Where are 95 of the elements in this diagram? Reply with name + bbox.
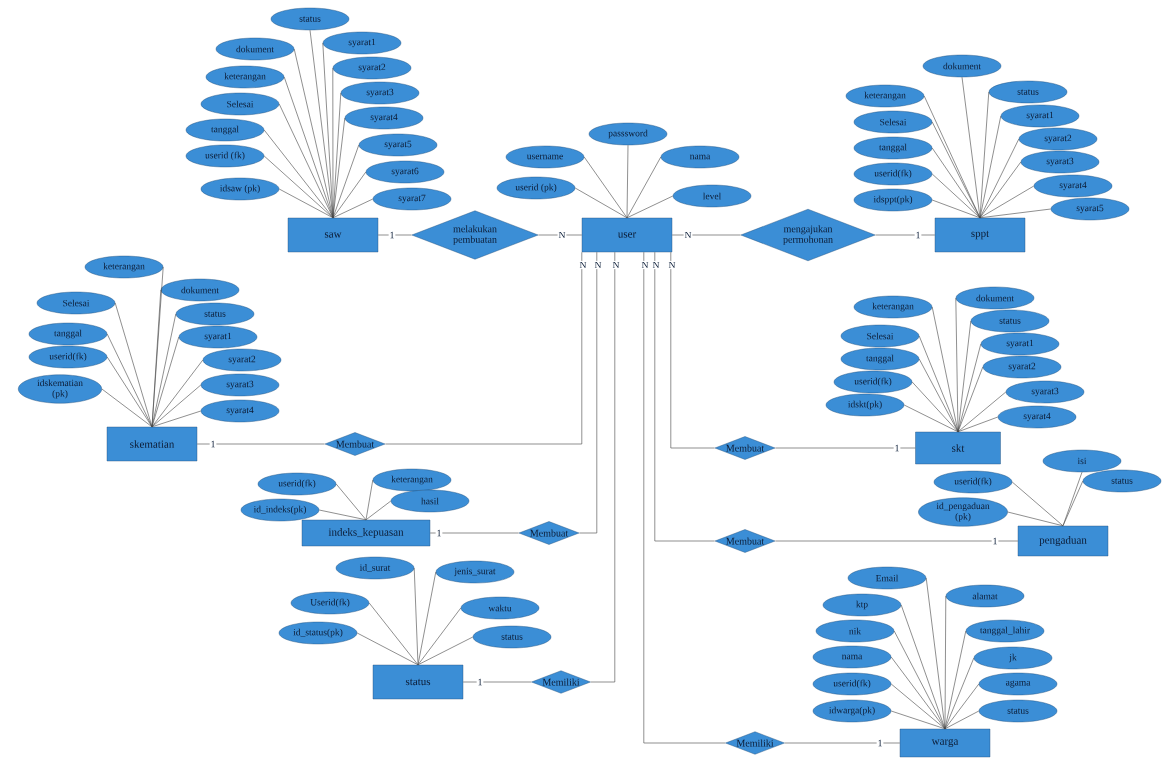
entity-box: pengaduan (1017, 525, 1109, 557)
connector-line (429, 532, 519, 534)
connector-line (332, 117, 346, 219)
connector-line (332, 92, 342, 219)
connector-line (979, 138, 1020, 219)
connector-line (151, 336, 180, 428)
connector-line (670, 251, 715, 449)
cardinality-label: 1 (476, 677, 484, 687)
connector-line (413, 567, 419, 666)
entity-box: saw (287, 217, 379, 253)
connector-line (106, 356, 153, 428)
connector-line (278, 188, 334, 219)
connector-line (944, 710, 980, 730)
connector-line (318, 509, 367, 521)
connector-line (643, 251, 726, 744)
connector-line (385, 251, 583, 445)
connector-line (893, 630, 946, 730)
connector-line (332, 171, 367, 219)
connector-line (365, 479, 374, 521)
connector-line (538, 234, 583, 236)
connector-line (417, 607, 462, 666)
connector-line (957, 416, 999, 433)
cardinality-label: N (651, 260, 661, 270)
cardinality-label: 1 (991, 536, 999, 546)
connector-line (626, 195, 674, 219)
connector-line (151, 384, 202, 428)
connector-line (417, 571, 437, 666)
entity-box: skematian (106, 426, 198, 462)
connector-line (903, 404, 959, 433)
connector-line (151, 359, 204, 428)
connector-line (626, 144, 629, 219)
connector-line (106, 333, 153, 428)
entity-box: skt (915, 431, 1001, 465)
connector-line (1011, 481, 1064, 527)
cardinality-label: N (578, 260, 588, 270)
connector-line (263, 155, 334, 219)
connector-line (356, 632, 419, 666)
cardinality-label: 1 (876, 738, 884, 748)
connector-line (890, 710, 946, 730)
connector-line (957, 366, 984, 433)
cardinality-label: N (557, 230, 567, 240)
connector-line (368, 602, 419, 666)
cardinality-label: N (593, 260, 603, 270)
connector-line (1062, 480, 1084, 527)
cardinality-label: 1 (388, 230, 396, 240)
connector-line (574, 187, 628, 219)
cardinality-label: N (640, 260, 650, 270)
connector-line (890, 683, 946, 730)
cardinality-label: N (683, 230, 693, 240)
connector-line (365, 500, 392, 521)
connector-line (654, 251, 715, 542)
connector-line (875, 234, 936, 236)
cardinality-label: N (611, 260, 621, 270)
connector-line (931, 121, 981, 219)
connector-line (417, 636, 474, 666)
cardinality-label: 1 (209, 439, 217, 449)
connector-line (979, 208, 1052, 219)
connector-line (784, 742, 901, 744)
connector-line (583, 156, 628, 219)
connector-line (911, 381, 959, 433)
connector-line (151, 410, 202, 428)
connector-line (931, 147, 981, 219)
connector-line (775, 447, 916, 449)
connector-line (1007, 511, 1064, 527)
connector-line (462, 681, 532, 683)
cardinality-label: N (667, 260, 677, 270)
connector-line (263, 129, 334, 219)
connector-line (579, 251, 598, 534)
connector-line (944, 683, 980, 730)
cardinality-label: 1 (435, 528, 443, 538)
connector-line (626, 156, 662, 219)
connector-line (918, 358, 959, 433)
connector-line (931, 173, 981, 219)
connector-line (332, 198, 374, 219)
connector-line (890, 656, 946, 730)
connector-line (101, 388, 153, 428)
entity-box: warga (899, 728, 991, 758)
connector-line (590, 251, 616, 683)
connector-line (671, 234, 741, 236)
connector-line (775, 540, 1019, 542)
connector-line (377, 234, 412, 236)
connector-line (332, 144, 360, 219)
connector-line (335, 483, 367, 521)
connector-line (979, 161, 1022, 219)
connector-line (931, 199, 981, 219)
connector-line (957, 391, 1007, 433)
connector-line (944, 657, 975, 730)
entity-box: indeks_kepuasan (301, 519, 431, 547)
cardinality-label: 1 (914, 230, 922, 240)
cardinality-label: 1 (893, 443, 901, 453)
entity-box: sppt (934, 217, 1026, 253)
entity-box: status (372, 664, 464, 700)
entity-box: user (581, 217, 673, 253)
connector-line (979, 185, 1035, 219)
connector-line (196, 443, 325, 445)
